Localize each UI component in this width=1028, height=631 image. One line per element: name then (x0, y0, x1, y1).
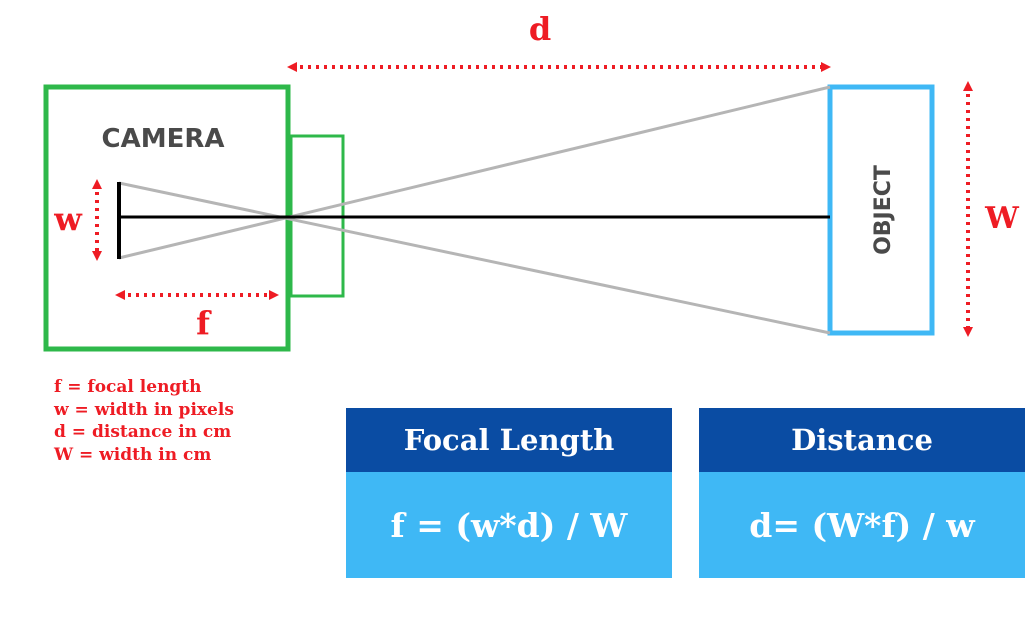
legend-item-distance: d = distance in cm (54, 422, 232, 442)
ray-bottom (118, 181, 831, 335)
focal-length-formula: f = (w*d) / W (346, 472, 672, 578)
camera-label: CAMERA (102, 124, 225, 154)
object-label: OBJECT (871, 165, 896, 255)
focal-length-title: Focal Length (346, 408, 672, 472)
distance-formula-box: Distance d= (W*f) / w (699, 408, 1025, 578)
image-width-symbol: w (53, 200, 83, 238)
legend: f = focal length w = width in pixels d =… (54, 376, 234, 466)
ray-top (118, 85, 831, 260)
distance-symbol: d (529, 10, 551, 48)
legend-item-width-pixels: w = width in pixels (54, 399, 234, 420)
focal-symbol: f (196, 304, 212, 342)
object-width-symbol: W (984, 201, 1020, 236)
focal-length-formula-box: Focal Length f = (w*d) / W (346, 408, 672, 578)
legend-item-width-cm: W = width in cm (54, 444, 212, 465)
legend-item-focal-length: f = focal length (54, 377, 202, 397)
object-box (827, 84, 935, 336)
distance-formula: d= (W*f) / w (699, 472, 1025, 578)
distance-title: Distance (699, 408, 1025, 472)
